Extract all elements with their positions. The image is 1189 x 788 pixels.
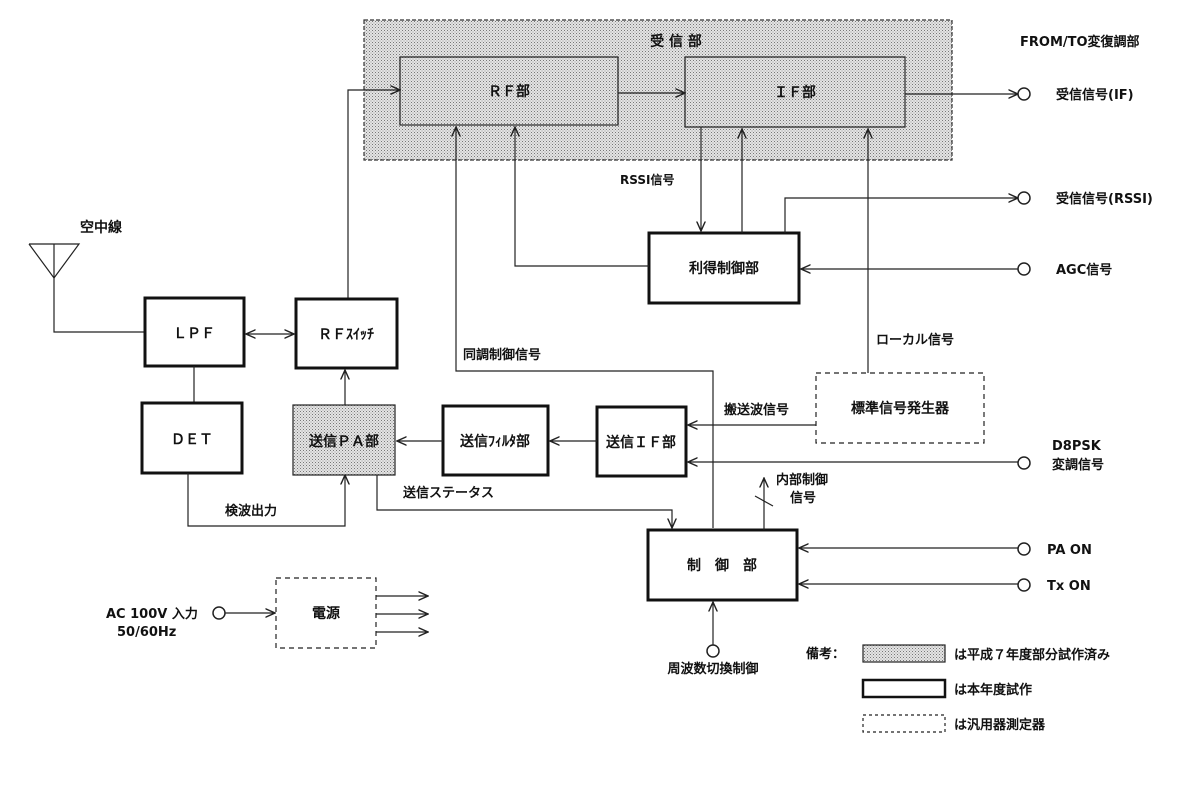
rf-switch-block[interactable]: ＲＦｽｲｯﾁ bbox=[294, 297, 399, 370]
terminal-rx-rssi-label: 受信信号(RSSI) bbox=[1056, 191, 1153, 207]
tx-filter-block[interactable]: 送信ﾌｨﾙﾀ部 bbox=[441, 404, 550, 477]
from-to-demod-label: FROM/TO変復調部 bbox=[1020, 34, 1140, 50]
terminal-agc-label: AGC信号 bbox=[1056, 262, 1112, 278]
controller-block[interactable]: 制 御 部 bbox=[646, 528, 799, 602]
rssi-signal-label: RSSI信号 bbox=[620, 172, 674, 187]
internal-ctrl-label-1: 内部制御 bbox=[776, 472, 828, 488]
antenna-icon bbox=[28, 243, 145, 333]
tx-pa-block[interactable]: 送信ＰＡ部 bbox=[292, 404, 396, 476]
wire-det-to-pa bbox=[187, 473, 345, 527]
lpf-block-label: ＬＰＦ bbox=[173, 326, 215, 342]
terminal-ac-input[interactable] bbox=[212, 606, 226, 620]
terminal-agc[interactable] bbox=[1017, 262, 1031, 276]
ac-input-label-1: AC 100V 入力 bbox=[106, 606, 198, 622]
tuning-ctrl-label: 同調制御信号 bbox=[463, 347, 541, 363]
antenna-label: 空中線 bbox=[80, 219, 122, 236]
det-block[interactable]: ＤＥＴ bbox=[140, 401, 244, 475]
legend-item-2: は汎用器測定器 bbox=[954, 717, 1046, 733]
det-block-label: ＤＥＴ bbox=[171, 432, 213, 448]
terminal-tx-on-label: Tx ON bbox=[1047, 579, 1091, 594]
ac-input-label-2: 50/60Hz bbox=[117, 625, 176, 640]
if-block[interactable]: ＩＦ部 bbox=[684, 56, 906, 128]
power-block-label: 電源 bbox=[312, 605, 340, 622]
terminal-rx-if-label: 受信信号(IF) bbox=[1056, 87, 1134, 103]
carrier-signal-label: 搬送波信号 bbox=[724, 402, 789, 418]
terminal-pa-on[interactable] bbox=[1017, 542, 1031, 556]
bus-slash-icon bbox=[754, 495, 774, 507]
legend-swatch-thick bbox=[861, 678, 947, 699]
legend: 備考： は平成７年度部分試作済み は本年度試作 は汎用器測定器 bbox=[806, 644, 1110, 733]
tx-pa-block-label: 送信ＰＡ部 bbox=[308, 433, 379, 450]
rf-block-label: ＲＦ部 bbox=[488, 83, 530, 100]
tx-if-block[interactable]: 送信ＩＦ部 bbox=[595, 405, 688, 478]
internal-ctrl-label-2: 信号 bbox=[790, 490, 816, 506]
gain-control-block[interactable]: 利得制御部 bbox=[647, 231, 801, 305]
legend-swatch-dashed bbox=[862, 714, 946, 733]
std-signal-generator-label: 標準信号発生器 bbox=[851, 400, 950, 417]
legend-swatch-dotted bbox=[862, 644, 946, 663]
rf-block[interactable]: ＲＦ部 bbox=[399, 56, 619, 126]
terminal-d8psk-label-1: D8PSK bbox=[1052, 439, 1102, 454]
tx-filter-block-label: 送信ﾌｨﾙﾀ部 bbox=[459, 433, 530, 450]
wire-rfswitch-to-rf bbox=[347, 90, 400, 298]
terminal-d8psk[interactable] bbox=[1017, 456, 1031, 470]
terminal-tx-on[interactable] bbox=[1017, 578, 1031, 592]
local-signal-label: ローカル信号 bbox=[876, 332, 954, 348]
freq-switch-label: 周波数切換制御 bbox=[667, 661, 758, 677]
tx-if-block-label: 送信ＩＦ部 bbox=[605, 434, 676, 451]
power-block[interactable]: 電源 bbox=[275, 577, 377, 649]
detect-output-label: 検波出力 bbox=[225, 503, 277, 519]
terminal-freq-switch[interactable] bbox=[706, 644, 720, 658]
wire-gain-to-rx-rssi bbox=[784, 198, 1018, 233]
terminal-rx-rssi[interactable] bbox=[1017, 191, 1031, 205]
wire-tx-status bbox=[376, 475, 672, 528]
terminal-d8psk-label-2: 変調信号 bbox=[1052, 457, 1104, 473]
tx-status-label: 送信ステータス bbox=[402, 485, 494, 501]
std-signal-generator-block[interactable]: 標準信号発生器 bbox=[815, 372, 985, 444]
lpf-block[interactable]: ＬＰＦ bbox=[143, 296, 246, 368]
if-block-label: ＩＦ部 bbox=[774, 84, 816, 101]
legend-item-0: は平成７年度部分試作済み bbox=[954, 647, 1110, 663]
rf-switch-block-label: ＲＦｽｲｯﾁ bbox=[318, 327, 374, 343]
controller-block-label: 制 御 部 bbox=[687, 557, 757, 574]
legend-item-1: は本年度試作 bbox=[954, 682, 1032, 698]
receiver-region-title: 受 信 部 bbox=[650, 33, 702, 50]
wire-tuning-ctrl bbox=[456, 127, 714, 528]
legend-title: 備考： bbox=[806, 646, 845, 662]
terminal-pa-on-label: PA ON bbox=[1047, 543, 1092, 558]
wire-gain-to-rf bbox=[515, 127, 649, 267]
gain-control-block-label: 利得制御部 bbox=[689, 260, 759, 277]
terminal-rx-if[interactable] bbox=[1017, 87, 1031, 101]
